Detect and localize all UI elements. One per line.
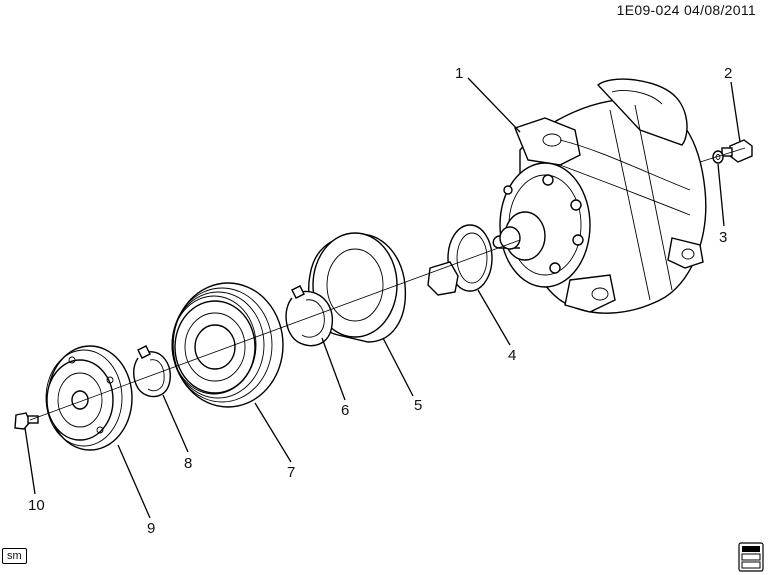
diagram-code: 1E09-024 04/08/2011 — [616, 2, 756, 18]
callout-5: 5 — [414, 397, 422, 414]
part-washer[interactable] — [712, 150, 724, 164]
part-nut[interactable] — [14, 412, 39, 430]
part-snap-ring-6[interactable] — [285, 285, 334, 347]
part-bolt[interactable] — [721, 139, 753, 163]
callout-4: 4 — [508, 347, 516, 364]
gm-spo-logo-icon — [738, 542, 764, 572]
callout-10: 10 — [28, 497, 45, 514]
callout-9: 9 — [147, 520, 155, 537]
part-pulley[interactable] — [171, 282, 284, 408]
callout-7: 7 — [287, 464, 295, 481]
part-compressor[interactable] — [492, 78, 707, 314]
callout-1: 1 — [455, 65, 463, 82]
part-snap-ring-8[interactable] — [133, 345, 171, 398]
callout-3: 3 — [719, 229, 727, 246]
bolt-axis-line — [699, 147, 746, 163]
assembly-axis-line — [29, 239, 521, 421]
callout-8: 8 — [184, 455, 192, 472]
callout-2: 2 — [724, 65, 732, 82]
leader-lines — [24, 77, 741, 519]
callout-6: 6 — [341, 402, 349, 419]
sm-label-box: sm — [2, 548, 27, 564]
